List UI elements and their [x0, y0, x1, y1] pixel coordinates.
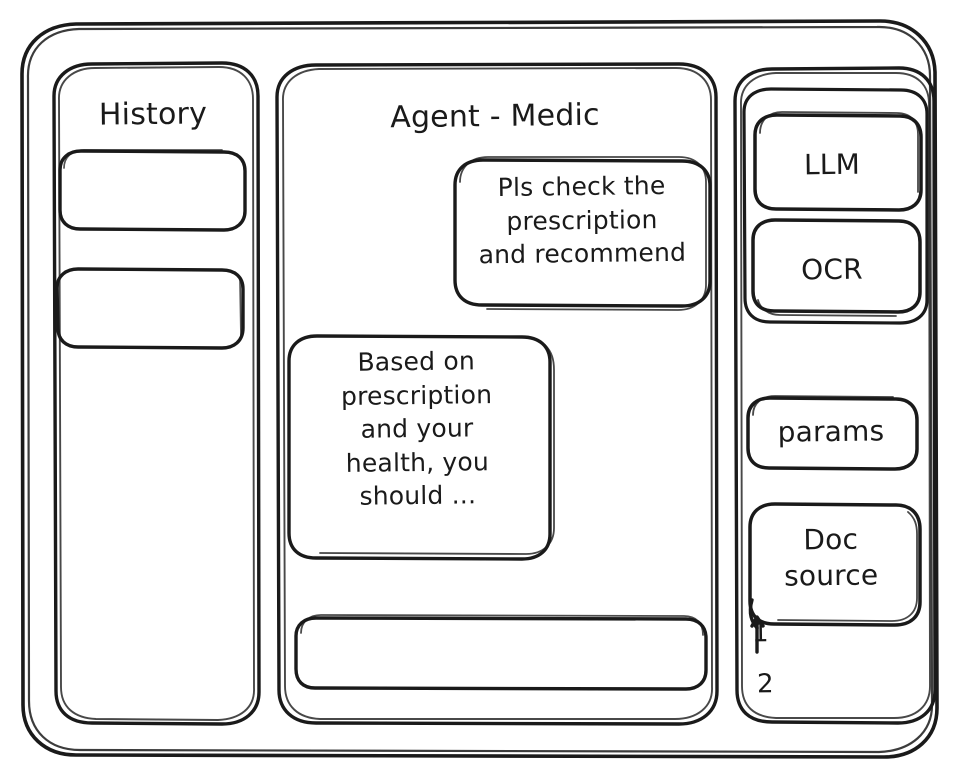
history-list-item[interactable]	[62, 294, 242, 296]
history-panel-title: History	[98, 96, 208, 133]
user-message-text: Pls check the prescription and recommend	[478, 170, 687, 270]
history-list-item[interactable]	[62, 177, 242, 179]
history-item-0-outline-echo	[63, 149, 223, 169]
agent-panel-title: Agent - Medic	[390, 97, 600, 136]
tool-params-outline-echo	[752, 395, 894, 416]
doc-source-box[interactable]: Doc source	[783, 522, 879, 593]
assistant-message-text: Based on prescription and your health, y…	[340, 346, 493, 511]
history-panel-outline-echo	[58, 66, 255, 721]
history-item-1-outline-echo	[239, 279, 242, 339]
history-panel-outline	[52, 61, 261, 726]
tool-ocr-outline-echo	[757, 299, 897, 317]
tool-button-params[interactable]: params	[777, 414, 885, 449]
composer-input[interactable]	[305, 638, 695, 643]
history-item-0-outline	[58, 149, 247, 232]
doc-source-item-2[interactable]: 2	[756, 669, 774, 700]
tool-button-ocr[interactable]: OCR	[800, 252, 864, 287]
composer-input-outline	[294, 616, 708, 691]
tool-button-llm[interactable]: LLM	[803, 147, 861, 182]
composer-input-outline-echo	[300, 614, 704, 636]
history-item-1-outline	[55, 267, 245, 350]
doc-source-item-1[interactable]: 1	[751, 618, 769, 649]
